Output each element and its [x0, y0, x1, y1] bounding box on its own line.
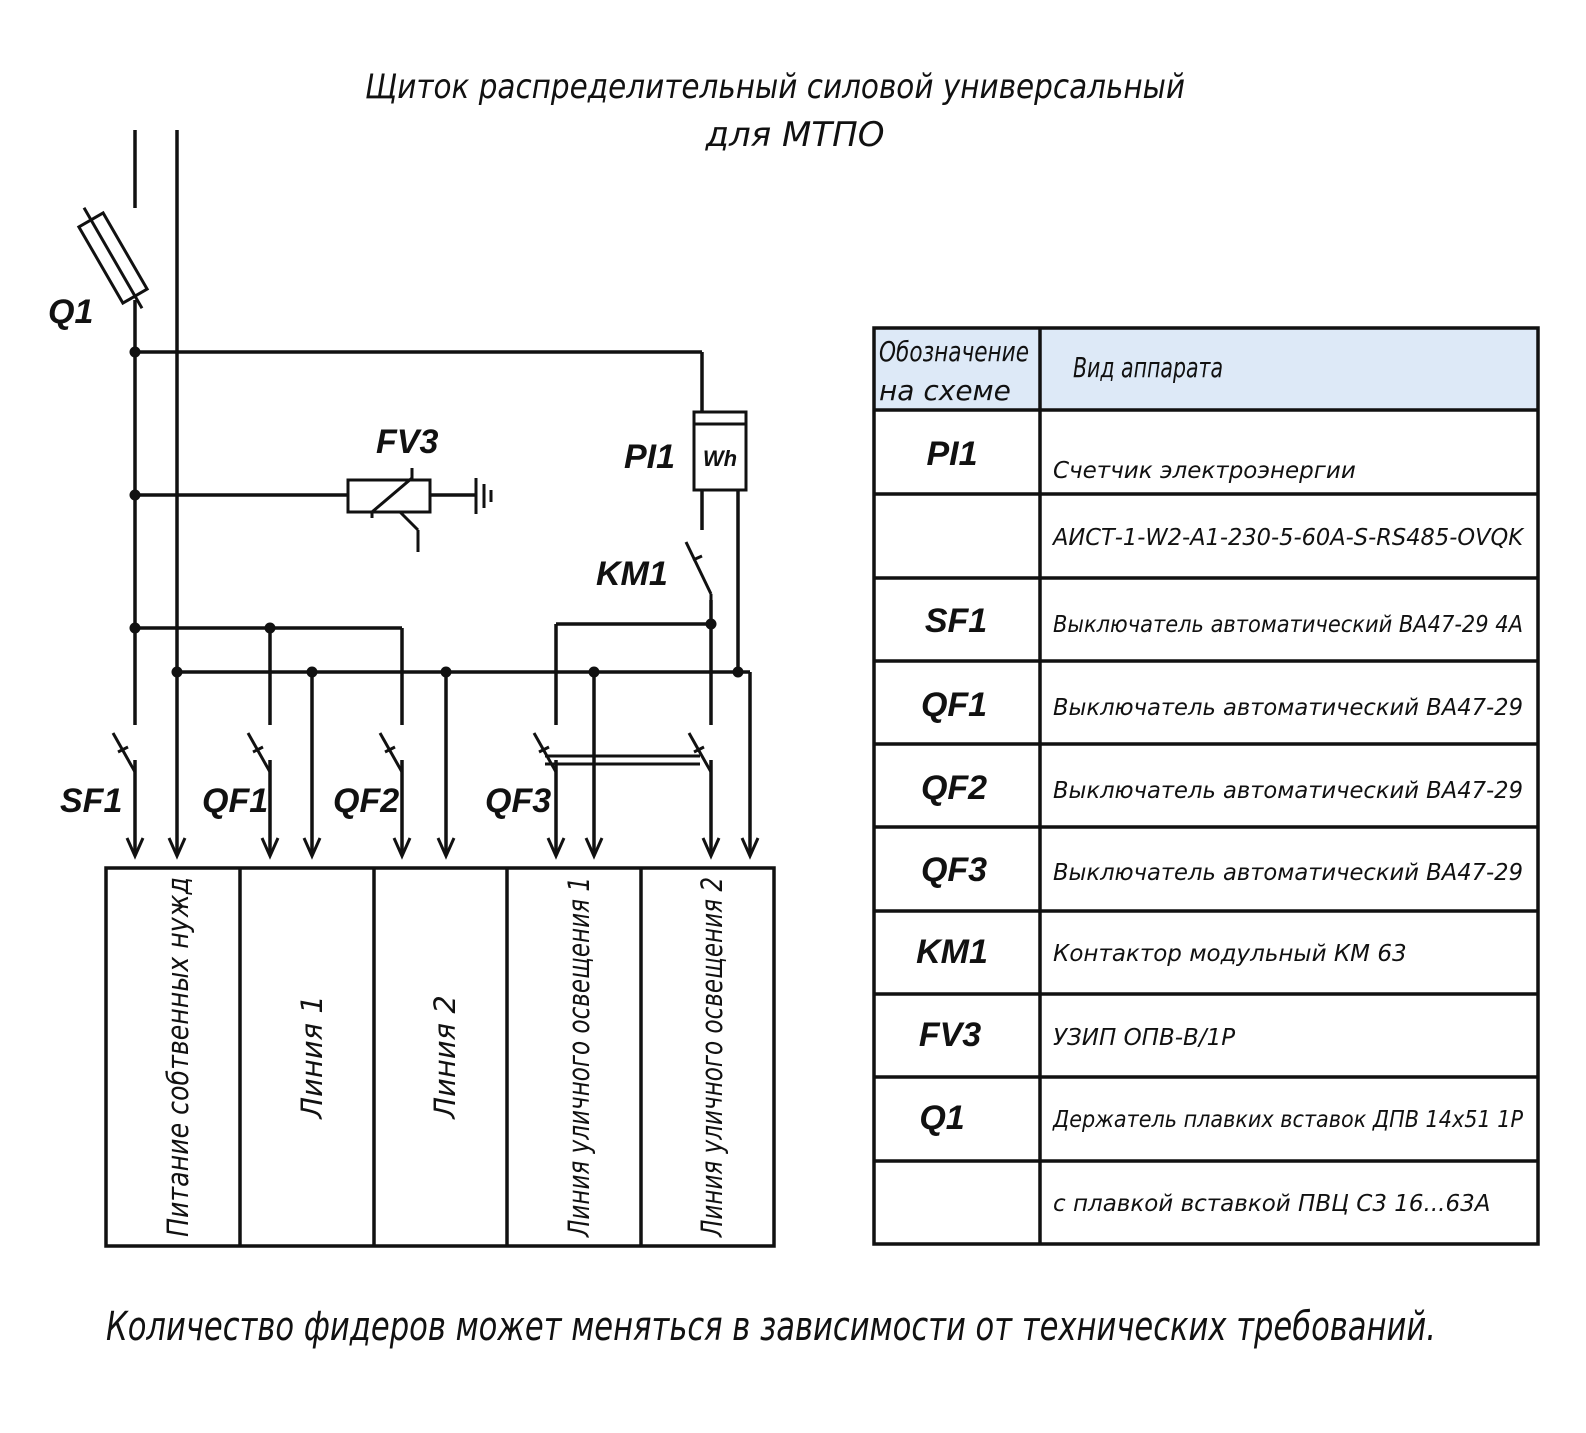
feeder-label-street-light-1: Линия уличного освещения 1 — [562, 877, 596, 1238]
junction-dots — [129, 346, 744, 678]
table-cell-description: Выключатель автоматический ВА47-29 — [1053, 860, 1523, 886]
legend-table — [872, 326, 1540, 1246]
table-cell-description: с плавкой вставкой ПВЦ С3 16...63А — [1053, 1191, 1490, 1217]
table-cell-description: Выключатель автоматический ВА47-29 — [1053, 695, 1523, 721]
footnote: Количество фидеров может меняться в зави… — [106, 1304, 1436, 1350]
label-pi1: PI1 — [624, 438, 675, 476]
table-cell-designation: KM1 — [916, 933, 988, 971]
feeder-label-street-light-2: Линия уличного освещения 2 — [695, 877, 729, 1238]
fuse-q1 — [76, 207, 150, 309]
label-qf1: QF1 — [202, 782, 268, 820]
table-header-bg — [874, 328, 1538, 410]
label-sf1: SF1 — [60, 782, 122, 820]
label-fv3: FV3 — [376, 423, 438, 461]
table-cell-description: Контактор модульный КМ 63 — [1053, 941, 1407, 967]
table-cell-designation: QF2 — [921, 769, 987, 807]
feeder-arrows — [125, 837, 760, 860]
breaker-qf1 — [246, 732, 272, 773]
label-q1: Q1 — [48, 293, 93, 331]
table-cell-designation: FV3 — [919, 1016, 981, 1054]
table-cell-description: Счетчик электроэнергии — [1053, 458, 1356, 484]
label-km1: KM1 — [596, 555, 668, 593]
breaker-qf3 — [532, 732, 713, 773]
feeder-boxes — [104, 866, 776, 1248]
table-header-designation-line2: на схеме — [879, 374, 1011, 407]
label-qf3: QF3 — [485, 782, 551, 820]
feeder-label-line-2: Линия 2 — [428, 995, 462, 1120]
energy-meter-pi1 — [692, 410, 748, 492]
table-cell-designation: QF3 — [921, 851, 987, 889]
meter-symbol-wh: Wh — [703, 446, 737, 471]
table-cell-designation: SF1 — [925, 602, 987, 640]
wiring — [133, 130, 752, 855]
diagram-title-line2: для МТПО — [705, 115, 885, 155]
table-cell-description: Выключатель автоматический ВА47-29 4А — [1053, 612, 1523, 638]
feeder-label-own-needs: Питание собтвенных нужд — [161, 877, 195, 1237]
feeder-label-line-1: Линия 1 — [295, 995, 329, 1120]
table-cell-designation: PI1 — [926, 435, 977, 473]
table-header-device-type: Вид аппарата — [1073, 351, 1223, 384]
table-cell-description: Выключатель автоматический ВА47-29 — [1053, 778, 1523, 804]
surge-protector-fv3 — [346, 468, 493, 552]
table-cell-designation: Q1 — [919, 1099, 964, 1137]
breaker-sf1 — [111, 732, 137, 773]
table-cell-description: УЗИП ОПВ-В/1Р — [1053, 1025, 1235, 1051]
label-qf2: QF2 — [333, 782, 399, 820]
table-cell-description: Держатель плавких вставок ДПВ 14х51 1Р — [1052, 1107, 1523, 1133]
contactor-km1 — [684, 541, 713, 604]
diagram-title-line1: Щиток распределительный силовой универса… — [365, 67, 1185, 107]
breaker-qf2 — [378, 732, 404, 773]
table-cell-designation: QF1 — [921, 686, 987, 724]
table-header-designation-line1: Обозначение — [879, 335, 1029, 368]
table-cell-description: АИСТ-1-W2-A1-230-5-60A-S-RS485-OVQK — [1051, 525, 1525, 551]
